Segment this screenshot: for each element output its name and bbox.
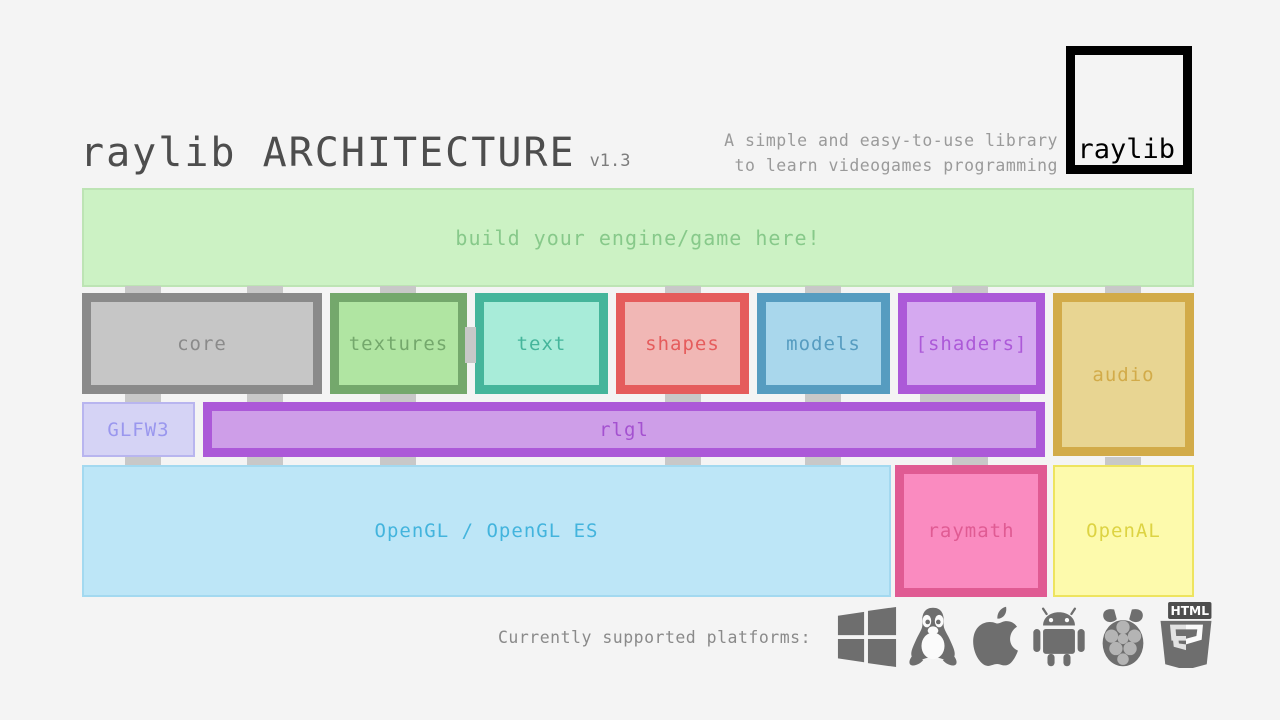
connector-tab — [380, 286, 416, 295]
connector-tab — [125, 457, 161, 466]
connector-tab — [380, 457, 416, 466]
module-label: audio — [1092, 363, 1155, 386]
connector-tab — [805, 286, 841, 295]
page-title: raylib ARCHITECTURE v1.3 — [80, 130, 631, 176]
connector-tab — [665, 457, 701, 466]
layer-opengl[interactable]: OpenGL / OpenGL ES — [82, 465, 891, 597]
module-shapes[interactable]: shapes — [616, 293, 749, 394]
page-title-text: raylib ARCHITECTURE — [80, 130, 576, 176]
raylib-logo-text: raylib — [1077, 134, 1175, 165]
module-label: core — [177, 332, 227, 355]
module-audio[interactable]: audio — [1053, 293, 1194, 456]
module-textures[interactable]: textures — [330, 293, 467, 394]
module-label: shapes — [645, 332, 720, 355]
build-your-game-banner: build your engine/game here! — [82, 188, 1194, 287]
module-text[interactable]: text — [475, 293, 608, 394]
raspberry-pi-icon — [1094, 606, 1152, 672]
connector-tab — [1105, 286, 1141, 295]
svg-text:HTML: HTML — [1170, 604, 1209, 618]
connector-tab — [920, 394, 1020, 403]
banner-label: build your engine/game here! — [455, 225, 821, 250]
tagline-line-2: to learn videogames programming — [734, 156, 1058, 175]
platform-icon-list: HTML — [836, 602, 1214, 672]
layer-label: OpenGL / OpenGL ES — [374, 520, 599, 542]
layer-label: OpenAL — [1086, 520, 1161, 542]
layer-rlgl[interactable]: rlgl — [203, 402, 1045, 457]
module-label: textures — [348, 332, 449, 355]
layer-label: GLFW3 — [107, 418, 170, 441]
connector-tab — [247, 457, 283, 466]
version-label: v1.3 — [589, 151, 631, 171]
module-label: models — [786, 332, 861, 355]
layer-label: raymath — [927, 520, 1015, 542]
connector-tab — [247, 286, 283, 295]
connector-tab — [952, 457, 988, 466]
connector-tab — [1105, 457, 1141, 466]
tagline: A simple and easy-to-use library to lear… — [724, 128, 1058, 178]
connector-tab-horizontal — [465, 327, 476, 363]
windows-icon — [836, 606, 898, 672]
connector-tab — [952, 286, 988, 295]
html5-icon: HTML — [1158, 602, 1214, 672]
module-core[interactable]: core — [82, 293, 322, 394]
connector-tab — [125, 286, 161, 295]
tagline-line-1: A simple and easy-to-use library — [724, 131, 1058, 150]
linux-tux-icon — [904, 606, 962, 672]
module-models[interactable]: models — [757, 293, 890, 394]
connector-tab — [665, 394, 701, 403]
layer-glfw3[interactable]: GLFW3 — [82, 402, 195, 457]
apple-icon — [968, 604, 1024, 672]
supported-platforms-label: Currently supported platforms: — [498, 628, 812, 647]
layer-raymath[interactable]: raymath — [895, 465, 1047, 597]
connector-tab — [125, 394, 161, 403]
connector-tab — [805, 394, 841, 403]
connector-tab — [247, 394, 283, 403]
connector-tab — [665, 286, 701, 295]
raylib-logo: raylib — [1066, 46, 1192, 174]
module-label: [shaders] — [915, 332, 1028, 355]
module-label: text — [516, 332, 567, 355]
android-icon — [1030, 606, 1088, 672]
connector-tab — [380, 394, 416, 403]
layer-label: rlgl — [599, 418, 649, 441]
module-shaders[interactable]: [shaders] — [898, 293, 1045, 394]
layer-openal[interactable]: OpenAL — [1053, 465, 1194, 597]
connector-tab — [805, 457, 841, 466]
